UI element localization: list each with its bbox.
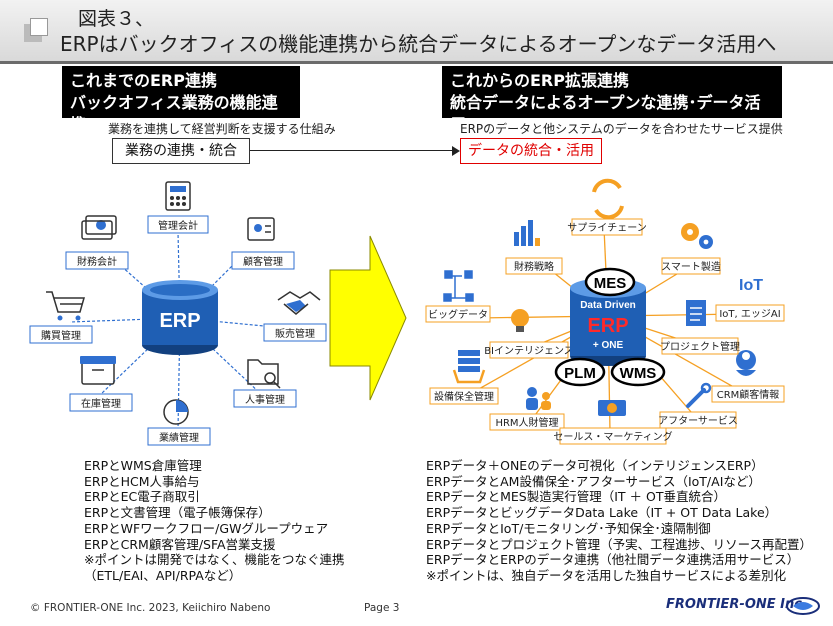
node-bi-intelligence: BIインテリジェンス <box>484 346 574 357</box>
node-iot-edge-ai: IoT, エッジAI <box>719 309 780 320</box>
erp-label: ERP <box>159 310 200 332</box>
right-erp-label: ERP <box>587 315 628 337</box>
node-customer-management: 顧客管理 <box>243 255 283 268</box>
list-item: ERPとEC電子商取引 <box>84 489 200 505</box>
people-icon <box>526 387 551 410</box>
left-header-line2: バックオフィス業務の機能連携 <box>70 93 278 134</box>
list-item: ERPとWMS倉庫管理 <box>84 458 202 473</box>
list-item: ERPデータとERPのデータ連携（他社間データ連携活用サービス） <box>426 552 800 568</box>
node-sales-management: 販売管理 <box>275 327 315 340</box>
svg-text:PLM: PLM <box>564 365 596 382</box>
list-item: （ETL/EAI、API/RPAなど） <box>84 567 242 583</box>
customer-card-icon <box>247 217 275 241</box>
list-item: ERPデータ＋ONEのデータ可視化（インテリジェンスERP） <box>426 458 764 473</box>
list-item: ERPデータとAM設備保全･アフターサービス（IoT/AIなど） <box>426 473 761 489</box>
node-smart-manufacturing: スマート製造 <box>661 260 721 273</box>
node-after-service: アフターサービス <box>658 415 738 427</box>
mes-badge: MES <box>584 267 636 297</box>
copyright: © FRONTIER-ONE Inc. 2023, Keiichiro Nabe… <box>30 602 271 614</box>
list-item: ERPとWFワークフロー/GWグループウェア <box>84 520 329 536</box>
right-box: データの統合・活用 <box>460 138 602 164</box>
money-icon <box>81 215 117 240</box>
list-item: ERPと文書管理（電子帳簿保存） <box>84 505 271 521</box>
left-diagram: ERP <box>29 181 327 446</box>
wms-badge: WMS <box>610 357 666 387</box>
node-big-data: ビッグデータ <box>428 308 488 321</box>
database-hands-icon <box>452 350 486 384</box>
calculator-icon <box>165 181 191 211</box>
arrow-right-icon <box>452 146 460 156</box>
node-equipment-maintenance: 設備保全管理 <box>434 390 494 403</box>
figure-number: 図表３、 <box>78 8 155 30</box>
pie-chart-icon <box>163 399 189 425</box>
sync-icon <box>592 178 624 220</box>
node-hr-management: 人事管理 <box>245 393 285 406</box>
right-note: ERPのデータと他システムのデータを合わせたサービス提供 <box>460 122 783 136</box>
left-note: 業務を連携して経営判断を支援する仕組み <box>108 122 336 136</box>
right-diagram: IoT <box>425 178 785 445</box>
node-crm-customer-info: CRM顧客情報 <box>717 388 780 401</box>
list-item: ERPデータとプロジェクト管理（予実、工程進捗、リソース再配置） <box>426 536 812 552</box>
page-number: Page 3 <box>364 602 400 614</box>
node-financial-accounting: 財務会計 <box>77 255 117 268</box>
title-square-icon <box>30 18 48 36</box>
node-financial-strategy: 財務戦略 <box>514 260 554 273</box>
folder-search-icon <box>247 359 281 389</box>
network-icon <box>443 270 474 302</box>
node-hrm: HRM人財管理 <box>495 416 558 429</box>
left-header-line1: これまでのERP連携 <box>70 71 217 90</box>
list-item: ERPデータとIoT/モニタリング･予知保全･遠隔制御 <box>426 520 711 536</box>
node-supply-chain: サプライチェーン <box>567 222 647 234</box>
right-header-line2: 統合データによるオープンな連携･データ活用 <box>450 93 761 134</box>
left-box: 業務の連携・統合 <box>112 138 250 164</box>
company-logo-text: FRONTIER-ONE Inc. <box>666 597 807 612</box>
company-logo-icon <box>786 597 820 615</box>
plus-one-label: + ONE <box>593 340 624 351</box>
title-bar: 図表３、 ERPはバックオフィスの機能連携から統合データによるオープンなデータ活… <box>0 0 833 64</box>
handshake-icon <box>277 291 321 315</box>
svg-text:WMS: WMS <box>620 365 657 382</box>
svg-text:MES: MES <box>594 275 627 292</box>
page-title: ERPはバックオフィスの機能連携から統合データによるオープンなデータ活用へ <box>60 32 777 56</box>
gears-icon <box>681 223 713 249</box>
right-list: ERPデータ＋ONEのデータ可視化（インテリジェンスERP） ERPデータとAM… <box>426 458 812 584</box>
plm-badge: PLM <box>554 357 606 387</box>
erp-cylinder-icon <box>142 280 218 355</box>
node-performance-management: 業績管理 <box>159 431 199 444</box>
right-header: これからのERP拡張連携 統合データによるオープンな連携･データ活用 <box>442 66 782 134</box>
customer-support-icon <box>736 350 756 376</box>
node-sales-marketing: セールス・マーケティング <box>553 430 672 443</box>
node-management-accounting: 管理会計 <box>158 219 198 232</box>
list-item: ※ポイントは、独自データを活用した独自サービスによる差別化 <box>426 567 787 583</box>
cart-icon <box>46 291 85 321</box>
left-header: これまでのERP連携 バックオフィス業務の機能連携 <box>62 66 300 134</box>
wrench-icon <box>686 382 712 408</box>
left-list: ERPとWMS倉庫管理 ERPとHCM人事給与 ERPとEC電子商取引 ERPと… <box>84 458 344 584</box>
iot-icon: IoT <box>739 277 763 294</box>
connector-line <box>250 150 454 151</box>
document-icon <box>686 300 706 326</box>
data-driven-label: Data Driven <box>580 300 636 311</box>
transition-arrow-icon <box>329 235 407 401</box>
list-item: ERPとCRM顧客管理/SFA営業支援 <box>84 536 276 552</box>
bar-chart-icon <box>514 220 540 246</box>
list-item: ERPデータとMES製造実行管理（IT ＋ OT垂直統合） <box>426 489 726 505</box>
node-project-management: プロジェクト管理 <box>660 340 740 353</box>
lightbulb-icon <box>511 309 529 332</box>
list-item: ERPとHCM人事給与 <box>84 473 200 489</box>
money-card-icon <box>598 400 626 416</box>
inventory-box-icon <box>80 356 116 385</box>
node-purchasing-management: 購買管理 <box>41 329 81 342</box>
node-inventory-management: 在庫管理 <box>81 397 121 410</box>
list-item: ERPデータとビッグデータData Lake（IT + OT Data Lake… <box>426 505 778 521</box>
list-item: ※ポイントは開発ではなく、機能をつなぐ連携 <box>84 552 345 568</box>
right-header-line1: これからのERP拡張連携 <box>450 71 629 90</box>
